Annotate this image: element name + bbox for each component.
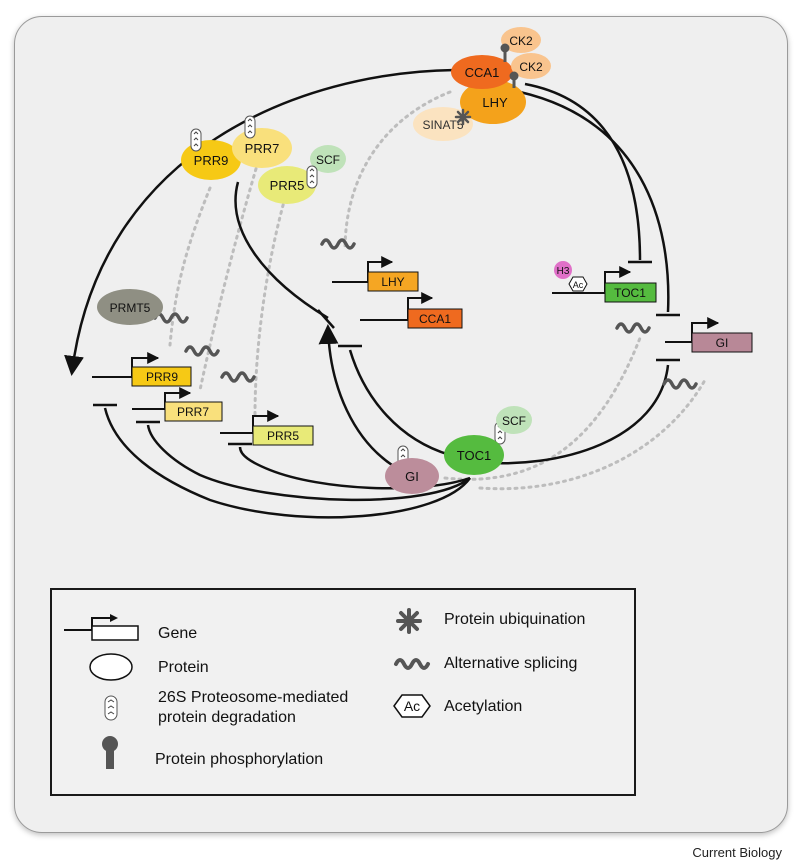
gene-cca1-label: CCA1 xyxy=(419,312,451,326)
legend-gene: Gene xyxy=(158,625,198,642)
svg-text:PRR7: PRR7 xyxy=(245,141,280,156)
protein-scf-a: SCF xyxy=(310,145,346,173)
ubiquination-legend-icon xyxy=(396,608,422,634)
protein-prmt5: PRMT5 xyxy=(97,289,163,325)
regulatory-arrows xyxy=(64,68,680,519)
gene-gi: GI xyxy=(665,317,753,353)
acetylation-icon xyxy=(568,276,588,292)
splicing-legend-icon xyxy=(394,658,430,670)
journal-credit: Current Biology xyxy=(692,845,782,860)
gene-prr7-label: PRR7 xyxy=(177,405,209,419)
gene-gi-label: GI xyxy=(716,336,729,350)
legend-splicing: Alternative splicing xyxy=(444,655,578,672)
protein-prr7: PRR7 xyxy=(232,128,292,168)
ubiquination-icon xyxy=(454,108,472,126)
gene-prr9-label: PRR9 xyxy=(146,370,178,384)
proteasome-legend-icon xyxy=(104,695,118,721)
protein-cca1: CCA1 xyxy=(451,55,513,89)
legend-phosphorylation: Protein phosphorylation xyxy=(155,751,324,768)
svg-text:PRR9: PRR9 xyxy=(194,153,229,168)
protein-sinat5: SINAT5 xyxy=(413,107,473,141)
svg-text:SCF: SCF xyxy=(316,153,340,167)
protein-legend-icon xyxy=(89,653,133,681)
gene-toc1-label: TOC1 xyxy=(614,286,646,300)
svg-text:SCF: SCF xyxy=(502,414,526,428)
protein-gi: GI xyxy=(385,458,439,494)
svg-text:PRMT5: PRMT5 xyxy=(110,301,151,315)
svg-text:CK2: CK2 xyxy=(509,34,533,48)
svg-text:Ac: Ac xyxy=(404,698,420,714)
svg-text:CCA1: CCA1 xyxy=(465,65,500,80)
svg-text:GI: GI xyxy=(405,469,419,484)
gene-prr5: PRR5 xyxy=(220,410,314,446)
legend-acetylation: Acetylation xyxy=(444,698,523,715)
gene-prr5-label: PRR5 xyxy=(267,429,299,443)
h3-label: H3 xyxy=(557,266,570,277)
legend-ubiquination: Protein ubiquination xyxy=(444,611,586,628)
svg-text:LHY: LHY xyxy=(482,95,508,110)
legend-protein: Protein xyxy=(158,659,209,676)
svg-text:CK2: CK2 xyxy=(519,60,543,74)
protein-prr5: PRR5 xyxy=(258,166,316,204)
protein-prr9: PRR9 xyxy=(181,140,241,180)
svg-text:SINAT5: SINAT5 xyxy=(422,118,463,132)
legend-degradation-line2: protein degradation xyxy=(158,709,296,726)
protein-scf-b: SCF xyxy=(496,406,532,434)
toc1-acetylation-marks: H3 Ac xyxy=(554,261,588,292)
protein-toc1: TOC1 xyxy=(444,435,504,475)
gene-prr7: PRR7 xyxy=(132,387,223,422)
svg-text:TOC1: TOC1 xyxy=(457,448,491,463)
phosphorylation-legend-icon xyxy=(102,736,118,769)
ac-label: Ac xyxy=(573,280,584,290)
protein-ck2-a: CK2 xyxy=(501,27,541,53)
acetylation-legend-icon: Ac xyxy=(393,694,431,718)
protein-lhy: LHY xyxy=(460,80,526,124)
gene-legend-icon xyxy=(64,614,139,641)
gene-lhy-label: LHY xyxy=(381,275,404,289)
gene-cca1: CCA1 xyxy=(360,292,463,329)
dotted-connections xyxy=(168,90,707,491)
protein-ck2-b: CK2 xyxy=(511,53,551,79)
gene-lhy: LHY xyxy=(332,256,419,292)
legend-box: Gene Protein 26S Proteosome-mediated pro… xyxy=(50,588,636,796)
phosphorylation-icons xyxy=(500,43,519,88)
gene-toc1: TOC1 xyxy=(552,266,657,303)
gene-prr9: PRR9 xyxy=(92,352,192,387)
legend-degradation-line1: 26S Proteosome-mediated xyxy=(158,689,349,706)
svg-text:PRR5: PRR5 xyxy=(270,178,305,193)
